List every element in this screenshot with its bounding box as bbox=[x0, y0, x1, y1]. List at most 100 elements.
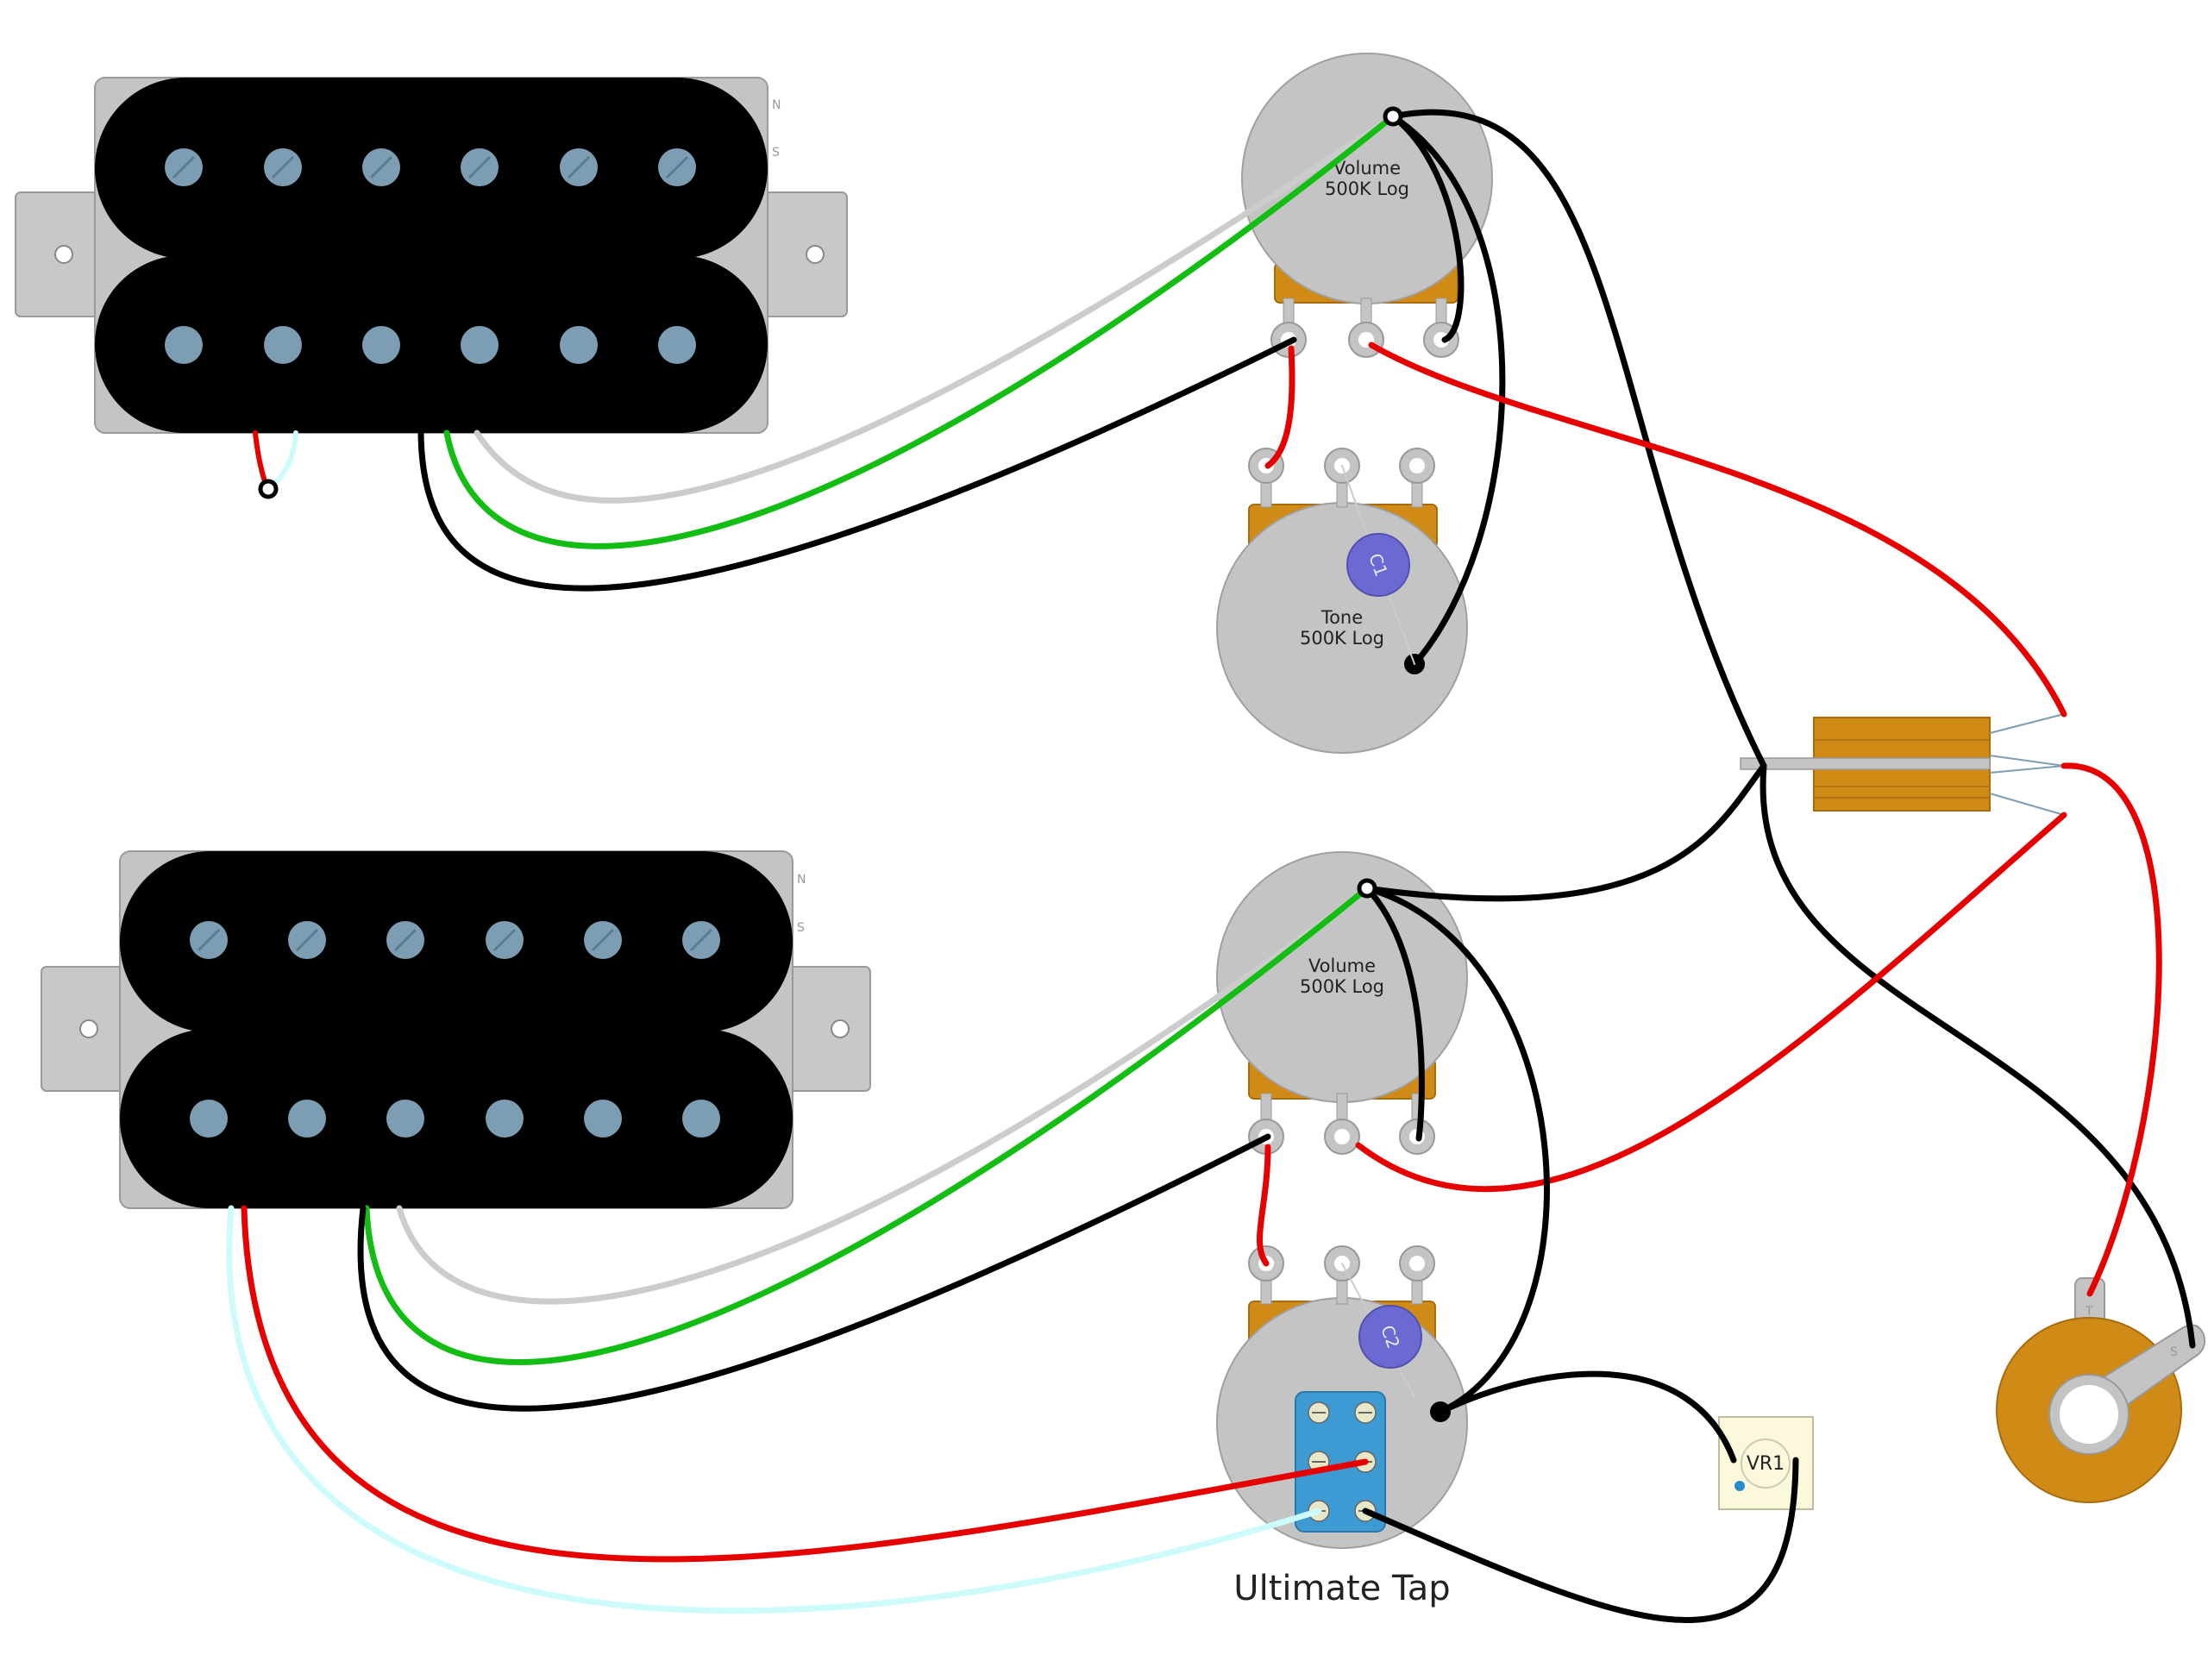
bridge-north-label: N bbox=[797, 873, 806, 887]
vol1-ground-loop bbox=[1389, 113, 1465, 343]
volume-1-value: 500K Log bbox=[1325, 179, 1409, 199]
neck-screw-hole-left bbox=[54, 245, 73, 264]
neck-black-wire bbox=[417, 336, 1297, 592]
neck-green-wire bbox=[443, 113, 1396, 549]
volume-pot-2: Volume 500K Log bbox=[1216, 851, 1468, 1155]
capacitor-c1: C1 bbox=[1346, 533, 1410, 597]
switch-to-vol2-red bbox=[1355, 812, 2067, 1193]
ultimate-tap-pot bbox=[1216, 1245, 1468, 1549]
screw-slot bbox=[172, 155, 196, 179]
screw-slot bbox=[567, 155, 591, 179]
slug-pole-6 bbox=[658, 326, 696, 364]
slug-pole-2 bbox=[264, 326, 302, 364]
volume-2-label: Volume bbox=[1308, 956, 1376, 976]
dpdt-switch bbox=[1295, 1391, 1386, 1533]
screw-slot bbox=[665, 155, 689, 179]
trimmer-dial bbox=[1741, 1439, 1791, 1489]
screw-slot bbox=[689, 928, 713, 952]
neck-cyan-stub bbox=[267, 430, 298, 491]
screw-slot bbox=[369, 155, 393, 179]
trimmer-to-switch-black bbox=[1362, 1457, 1799, 1623]
screw-slot bbox=[591, 928, 615, 952]
volume-1-lugs bbox=[1270, 298, 1459, 358]
screw-slot bbox=[467, 155, 492, 179]
vol2-to-tap-black bbox=[1364, 885, 1550, 1415]
vol2-ground-junction bbox=[1357, 878, 1377, 899]
bridge-coil-bottom bbox=[120, 1029, 793, 1208]
capacitor-c2: C2 bbox=[1358, 1305, 1422, 1369]
jack-tip-label: T bbox=[2085, 1305, 2093, 1319]
volume-pot-1: Volume 500K Log bbox=[1241, 53, 1493, 358]
bridge-south-label: S bbox=[797, 921, 805, 935]
slug-pole-5 bbox=[560, 326, 598, 364]
volume-1-label: Volume bbox=[1333, 158, 1401, 179]
neck-screw-hole-right bbox=[806, 245, 825, 264]
jack-hole-inner bbox=[2060, 1385, 2118, 1444]
vol1-to-tone-red bbox=[1264, 345, 1295, 469]
neck-screw-poles bbox=[165, 148, 696, 186]
bridge-red-wire bbox=[241, 1205, 1369, 1563]
bridge-cyan-wire bbox=[226, 1205, 1322, 1614]
bridge-humbucker: N S bbox=[41, 850, 871, 1209]
bridge-black-wire bbox=[357, 1133, 1271, 1412]
vol1-to-switch-black bbox=[1389, 109, 1767, 769]
slug-pole-4 bbox=[461, 326, 499, 364]
vol2-to-tap-red bbox=[1256, 1144, 1271, 1267]
screw-slot bbox=[393, 928, 417, 952]
c1-body bbox=[1346, 533, 1410, 597]
vol1-to-switch-red bbox=[1368, 342, 2067, 718]
tone-pot: Tone 500K Log bbox=[1216, 448, 1468, 754]
tap-to-trimmer-black bbox=[1437, 1370, 1737, 1464]
vol2-ground-loop bbox=[1364, 885, 1425, 1142]
switch-lever bbox=[1740, 757, 1991, 770]
neck-humbucker: N S bbox=[15, 77, 848, 434]
neck-stub-junction bbox=[258, 479, 279, 499]
tap-lugs bbox=[1248, 1245, 1435, 1305]
screw-slot bbox=[271, 155, 295, 179]
slug-pole-4 bbox=[486, 1100, 524, 1138]
bridge-coil-top bbox=[120, 851, 793, 1032]
slug-pole-1 bbox=[165, 326, 203, 364]
vol1-ground-junction bbox=[1383, 106, 1403, 127]
trimmer-vr1: VR1 bbox=[1718, 1416, 1814, 1510]
slug-pole-3 bbox=[362, 326, 400, 364]
neck-coil-top bbox=[95, 78, 768, 259]
switch-to-vol2-black bbox=[1364, 762, 1767, 902]
switch-to-jack-black bbox=[1760, 762, 2196, 1349]
slug-pole-6 bbox=[682, 1100, 720, 1138]
neck-north-label: N bbox=[772, 98, 781, 112]
bridge-screw-poles bbox=[190, 921, 720, 959]
trimmer-label: VR1 bbox=[1747, 1453, 1785, 1475]
bridge-screw-hole-left bbox=[79, 1019, 98, 1038]
slug-pole-2 bbox=[288, 1100, 326, 1138]
neck-coil-bottom bbox=[95, 255, 768, 433]
switch-lug-lines bbox=[1989, 713, 2065, 816]
output-jack: T S bbox=[1996, 1277, 2206, 1503]
screw-slot bbox=[295, 928, 319, 952]
switch-to-jack-red bbox=[2061, 762, 2162, 1297]
slug-pole-1 bbox=[190, 1100, 228, 1138]
ultimate-tap-caption: Ultimate Tap bbox=[1233, 1569, 1450, 1608]
bridge-green-wire bbox=[363, 885, 1371, 1365]
screw-slot bbox=[492, 928, 517, 952]
tone-label: Tone bbox=[1320, 607, 1363, 628]
bridge-white-wire bbox=[396, 885, 1371, 1305]
slug-pole-3 bbox=[386, 1100, 424, 1138]
bridge-screw-hole-right bbox=[831, 1019, 850, 1038]
slug-pole-5 bbox=[584, 1100, 622, 1138]
tone-value: 500K Log bbox=[1300, 628, 1384, 649]
volume-2-lugs bbox=[1248, 1093, 1435, 1155]
three-way-switch bbox=[1740, 713, 2065, 816]
c2-body bbox=[1358, 1305, 1422, 1369]
trimmer-indicator bbox=[1734, 1481, 1745, 1491]
bridge-slug-poles bbox=[190, 1100, 720, 1138]
screw-slot bbox=[197, 928, 221, 952]
neck-white-wire bbox=[474, 113, 1396, 504]
neck-slug-poles bbox=[165, 326, 696, 364]
vol1-to-tone-black bbox=[1389, 113, 1506, 668]
jack-sleeve-label: S bbox=[2170, 1345, 2178, 1359]
volume-2-value: 500K Log bbox=[1300, 976, 1384, 997]
wires bbox=[226, 106, 2196, 1623]
neck-south-label: S bbox=[772, 146, 780, 160]
